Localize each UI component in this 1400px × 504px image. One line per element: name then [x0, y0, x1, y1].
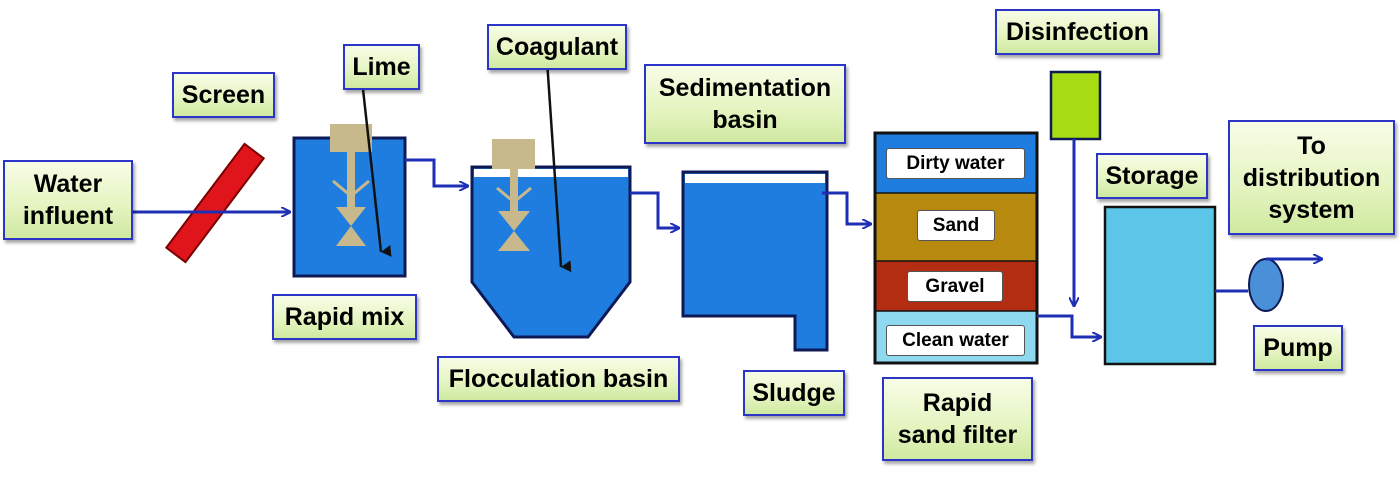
storage-tank: [1103, 205, 1217, 366]
rapid-sand-filter: [873, 131, 1039, 365]
label-storage: Storage: [1096, 153, 1208, 199]
label-disinfection: Disinfection: [995, 9, 1160, 55]
label-pump: Pump: [1253, 325, 1343, 371]
label-sludge: Sludge: [743, 370, 845, 416]
disinfection-tank: [1049, 70, 1102, 141]
rapid-mix-mixer: [330, 124, 372, 246]
flocculation-basin-tank: [470, 165, 632, 339]
label-coagulant: Coagulant: [487, 24, 627, 70]
screen-bar: [164, 142, 266, 264]
layer-label-gravel: Gravel: [907, 271, 1003, 302]
label-rapid-mix: Rapid mix: [272, 294, 417, 340]
label-lime: Lime: [343, 44, 420, 90]
layer-label-dirty-water: Dirty water: [886, 148, 1025, 179]
sedimentation-basin-tank: [681, 170, 829, 352]
flocculation-mixer: [492, 139, 535, 251]
layer-label-clean-water: Clean water: [886, 325, 1025, 356]
pump-body: [1248, 258, 1284, 312]
layer-label-sand: Sand: [917, 210, 995, 241]
dosing-arrows: [358, 59, 572, 273]
flow-arrows: [133, 139, 1322, 337]
label-flocculation-basin: Flocculation basin: [437, 356, 680, 402]
label-screen: Screen: [172, 72, 275, 118]
